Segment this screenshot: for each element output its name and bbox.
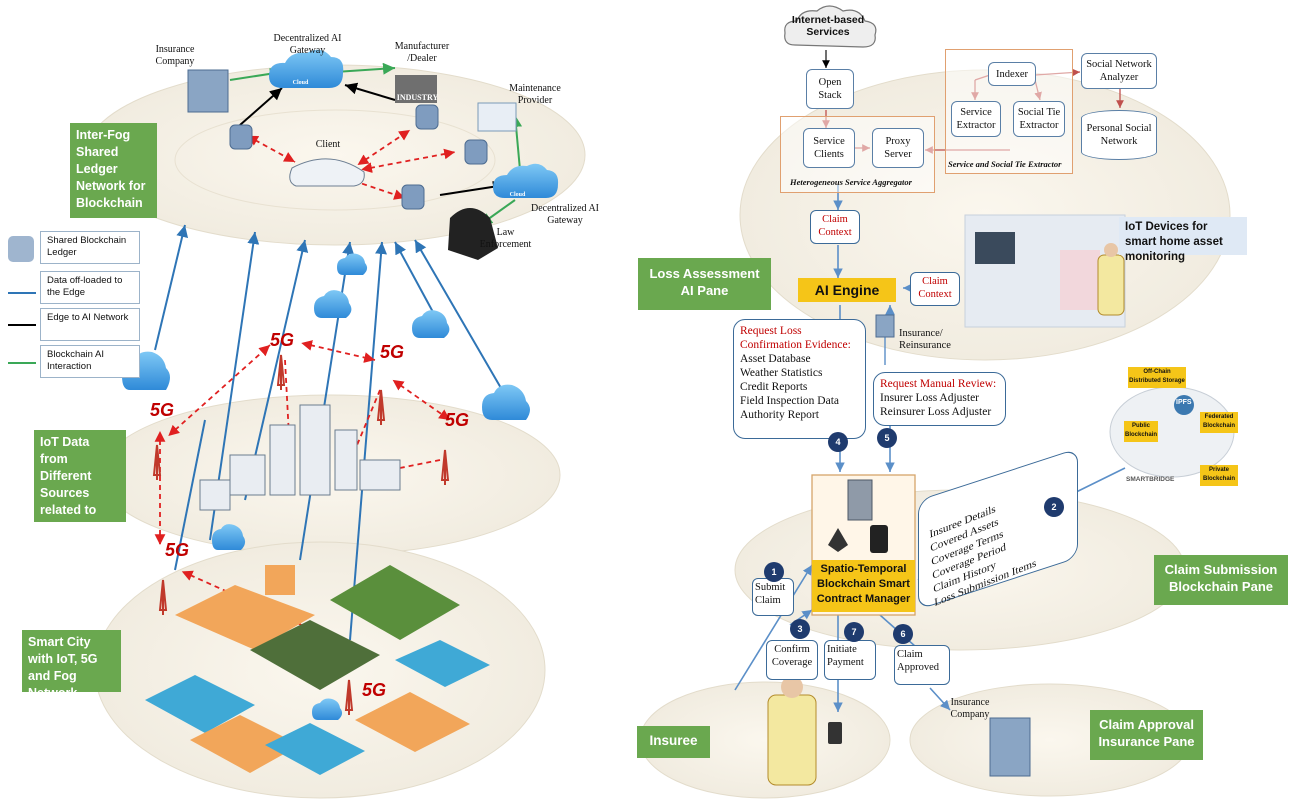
client-label: Client [315, 139, 341, 150]
smartbridge-label: SMARTBRIDGE [1126, 476, 1175, 483]
legend-blockchain-ai-text: Blockchain AI Interaction [47, 349, 105, 372]
claim-context-right: Claim Context [910, 272, 960, 306]
hsa-caption: Heterogeneous Service Aggregator [790, 177, 912, 187]
indexer-box: Indexer [988, 62, 1036, 86]
loss-assessment-pane-label: Loss Assessment AI Pane [638, 258, 771, 310]
evidence-item: Credit Reports [740, 381, 808, 393]
proxy-server-box: Proxy Server [872, 128, 924, 168]
legend-item-ledger [40, 231, 140, 264]
5g-label: 5G [380, 342, 405, 362]
maintenance-label: Maintenance Provider [509, 83, 561, 106]
iot-data-pane-label: IoT Data from Different Sources related … [34, 430, 126, 551]
step-7-badge: 7 [844, 622, 864, 642]
evidence-item: Field Inspection Data [740, 395, 840, 407]
service-clients-box: Service Clients [803, 128, 855, 168]
manual-review-callout: Request Manual Review: Insurer Loss Adju… [873, 372, 1006, 426]
5g-label: 5G [270, 330, 295, 350]
evidence-item: Weather Statistics [740, 367, 823, 379]
evidence-callout: Request Loss Confirmation Evidence: Asse… [733, 319, 866, 439]
decentralized-gateway-top-label: Decentralized AI Gateway [273, 33, 342, 56]
manual-item: Reinsurer Loss Adjuster [880, 406, 992, 418]
sste-caption: Service and Social Tie Extractor [948, 159, 1062, 169]
evidence-item: Authority Report [740, 409, 819, 421]
ledger-icons [187, 69, 517, 260]
claim-approved-box: Claim Approved [894, 645, 950, 685]
legend-item-edge-ai [40, 308, 140, 341]
offchain-storage-label: Off-Chain Distributed Storage [1128, 367, 1186, 388]
iot-city-sketch [199, 404, 401, 511]
smart-city-pane-label: Smart City with IoT, 5G and Fog Network [22, 630, 121, 700]
decentralized-gateway-right-label: Decentralized AI Gateway [530, 203, 600, 226]
law-enforcement-label: Law Enforcement [479, 227, 532, 250]
legend-ledger-icon [8, 236, 34, 262]
service-extractor-box: Service Extractor [951, 101, 1001, 137]
contract-manager-label: Spatio-Temporal Blockchain Smart Contrac… [812, 560, 915, 612]
step-6-badge: 6 [893, 624, 913, 644]
social-network-analyzer-box: Social Network Analyzer [1081, 53, 1157, 89]
5g-towers [152, 354, 450, 715]
elderly-person-icon [767, 243, 1125, 786]
legend-ledger-text: Shared Blockchain Ledger [47, 235, 127, 258]
step-3-badge: 3 [790, 619, 810, 639]
step-4-badge: 4 [828, 432, 848, 452]
initiate-payment-box: Initiate Payment [824, 640, 876, 680]
manual-title: Request Manual Review: [880, 378, 997, 390]
legend-edge-ai-text: Edge to AI Network [47, 312, 129, 323]
legend-offload-text: Data off-loaded to the Edge [47, 275, 123, 298]
industry-label: INDUSTRY [396, 93, 439, 102]
claim-context-top: Claim Context [810, 210, 860, 244]
5g-label: 5G [150, 400, 175, 420]
submit-claim-box: Submit Claim [752, 578, 794, 616]
legend-item-blockchain-ai [40, 345, 140, 378]
5g-label: 5G [445, 410, 470, 430]
internet-services-label: Internet-based Services [791, 14, 865, 38]
internet-cloud [784, 5, 877, 48]
insurance-company-label: Insurance Company [155, 44, 195, 67]
manufacturer-label: Manufacturer /Dealer [394, 41, 450, 64]
private-blockchain-label: Private Blockchain [1200, 465, 1238, 486]
5g-label: 5G [165, 540, 190, 560]
interfog-pane-label: Inter-Fog Shared Ledger Network for Bloc… [70, 123, 157, 218]
claim-submission-pane-label: Claim Submission Blockchain Pane [1154, 555, 1288, 605]
smart-city-blocks [145, 565, 490, 775]
confirm-coverage-box: Confirm Coverage [766, 640, 818, 680]
step-5-badge: 5 [877, 428, 897, 448]
5g-label: 5G [362, 680, 387, 700]
legend-item-offload [40, 271, 140, 304]
reinsurance-label: Insurance/ Reinsurance [899, 328, 951, 351]
federated-blockchain-label: Federated Blockchain [1200, 412, 1238, 433]
cloud-label-2: Cloud [509, 192, 526, 198]
personal-social-network-box: Personal Social Network [1081, 110, 1157, 160]
open-stack-box: Open Stack [806, 69, 854, 109]
step-2-badge: 2 [1044, 497, 1064, 517]
manual-item: Insurer Loss Adjuster [880, 392, 980, 404]
ai-engine-box: AI Engine [798, 278, 896, 302]
cloud-label-1: Cloud [292, 80, 309, 86]
insurance-company-bottom-label: Insurance Company [950, 697, 990, 720]
step-1-badge: 1 [764, 562, 784, 582]
iot-devices-label: IoT Devices for smart home asset monitor… [1119, 217, 1247, 263]
claim-approval-pane-label: Claim Approval Insurance Pane [1090, 710, 1203, 760]
evidence-item: Asset Database [740, 353, 811, 365]
insurance-company-building [989, 717, 1031, 777]
insuree-pane-label: Insuree [637, 726, 710, 758]
public-blockchain-label: Public Blockchain [1124, 421, 1158, 442]
evidence-title: Request Loss Confirmation Evidence: [740, 325, 851, 351]
ipfs-label: IPFS [1176, 399, 1192, 406]
social-tie-extractor-box: Social Tie Extractor [1013, 101, 1065, 137]
